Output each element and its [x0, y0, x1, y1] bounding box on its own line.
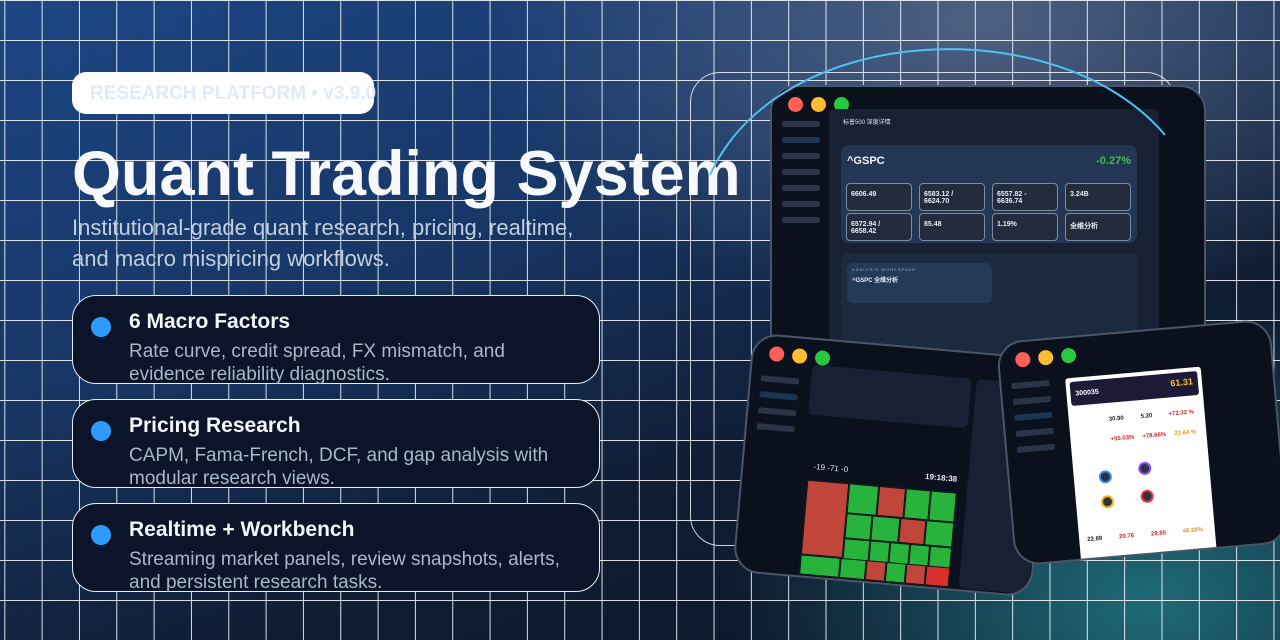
heatmap-cell [904, 563, 927, 586]
metric-card: 85.48 [919, 213, 985, 241]
panel-title: 标普500 深度详情 [843, 120, 891, 126]
minimize-icon [791, 347, 808, 365]
sidebar [778, 111, 824, 233]
heatmap-cell [898, 517, 927, 546]
heatmap-cell [928, 490, 957, 523]
metric-value: 30.90 [1108, 415, 1125, 423]
metric-card: 6557.82 - 6636.74 [992, 183, 1058, 211]
feature-desc: Rate curve, credit spread, FX mismatch, … [129, 341, 505, 385]
maximize-icon [1060, 347, 1077, 364]
window-controls [1014, 347, 1077, 368]
stock-modal: 300035 61.31 30.90 5.20 +72.32 % +55.03%… [1065, 366, 1217, 563]
heatmap-cell [864, 560, 887, 582]
metric-card: 6606.49 [846, 183, 912, 211]
close-icon [788, 97, 803, 112]
heatmap-cell [903, 488, 931, 521]
gauge-icon [1137, 461, 1152, 476]
close-icon [1014, 351, 1031, 368]
symbol: ^GSPC [847, 155, 885, 167]
feature-title: Realtime + Workbench [129, 518, 355, 541]
window-controls [788, 97, 849, 112]
clock: 19:18:38 [924, 471, 958, 484]
feature-card-pricing: Pricing Research CAPM, Fama-French, DCF,… [72, 399, 600, 489]
feature-desc: Streaming market panels, review snapshot… [129, 549, 560, 593]
heatmap-cell [800, 479, 850, 559]
bullet-dot-icon [91, 317, 111, 337]
feature-title: Pricing Research [129, 414, 301, 437]
heatmap-cell [924, 520, 955, 548]
version-badge [72, 72, 374, 114]
index-numbers: -19 -71 -0 [813, 462, 849, 475]
sector-heatmap [799, 479, 957, 588]
page-subtitle: Institutional-grade quant research, pric… [72, 215, 574, 271]
feature-card-realtime: Realtime + Workbench Streaming market pa… [72, 503, 600, 593]
metric-card: 6583.12 / 6624.70 [919, 183, 985, 211]
metric-value: 22.89 [1087, 535, 1103, 544]
change-percent: -0.27% [1096, 155, 1131, 167]
quote-card: ^GSPC -0.27% 6606.49 6583.12 / 6624.70 6… [841, 145, 1137, 243]
window-controls [768, 345, 831, 367]
metric-value: 46.68% [1182, 527, 1204, 535]
heatmap-cell [870, 515, 901, 543]
metric-card: 全维分析 [1065, 213, 1131, 241]
feature-card-macro: 6 Macro Factors Rate curve, credit sprea… [72, 295, 600, 385]
heatmap-cell [924, 565, 951, 588]
gauge-icon [1140, 489, 1155, 504]
heatmap-cell [799, 554, 841, 578]
metric-value: +55.03% [1110, 434, 1135, 443]
metric-value: +78.66% [1142, 431, 1167, 440]
metric-card: 6572.94 / 6658.42 [846, 213, 912, 241]
gauge-icon [1098, 469, 1113, 484]
heatmap-cell [844, 513, 873, 541]
workspace-title: ^GSPC 全维分析 [852, 278, 899, 284]
version-badge-text: RESEARCH PLATFORM • v3.9.0 [90, 83, 377, 104]
bullet-dot-icon [91, 525, 111, 545]
heatmap-cell [876, 485, 907, 519]
metric-value: 29.65 [1150, 530, 1167, 538]
gauge-icon [1100, 494, 1115, 509]
bullet-dot-icon [91, 421, 111, 441]
close-icon [768, 345, 785, 363]
workspace-label: ANALYSIS WORKSPACE [852, 267, 917, 272]
stock-code: 300035 [1075, 388, 1100, 398]
main-window-screenshot: 标普500 深度详情 ^GSPC -0.27% 6606.49 6583.12 … [770, 85, 1206, 375]
summary-panel [808, 364, 972, 429]
maximize-icon [814, 349, 831, 367]
metric-value: 5.20 [1140, 413, 1153, 421]
metric-value: 23.64 % [1174, 429, 1197, 438]
heatmap-cell [884, 561, 907, 584]
feature-title: 6 Macro Factors [129, 310, 291, 333]
workspace-card: ANALYSIS WORKSPACE ^GSPC 全维分析 [847, 263, 992, 303]
minimize-icon [811, 97, 826, 112]
metric-card: 1.19% [992, 213, 1058, 241]
feature-desc: CAPM, Fama-French, DCF, and gap analysis… [129, 445, 549, 489]
metric-value: +72.32 % [1168, 409, 1195, 418]
metric-card: 3.24B [1065, 183, 1131, 211]
page-title: Quant Trading System [72, 139, 741, 209]
detail-panel: 标普500 深度详情 ^GSPC -0.27% 6606.49 6583.12 … [829, 109, 1159, 373]
metric-value: 20.76 [1118, 533, 1135, 541]
sidebar [1006, 370, 1060, 464]
minimize-icon [1037, 349, 1054, 366]
stock-detail-window-screenshot: 300035 61.31 30.90 5.20 +72.32 % +55.03%… [995, 318, 1280, 567]
sidebar [752, 365, 804, 443]
stock-score: 61.31 [1169, 376, 1194, 389]
heatmap-cell [838, 557, 867, 581]
heatmap-cell [846, 483, 880, 516]
maximize-icon [834, 97, 849, 112]
